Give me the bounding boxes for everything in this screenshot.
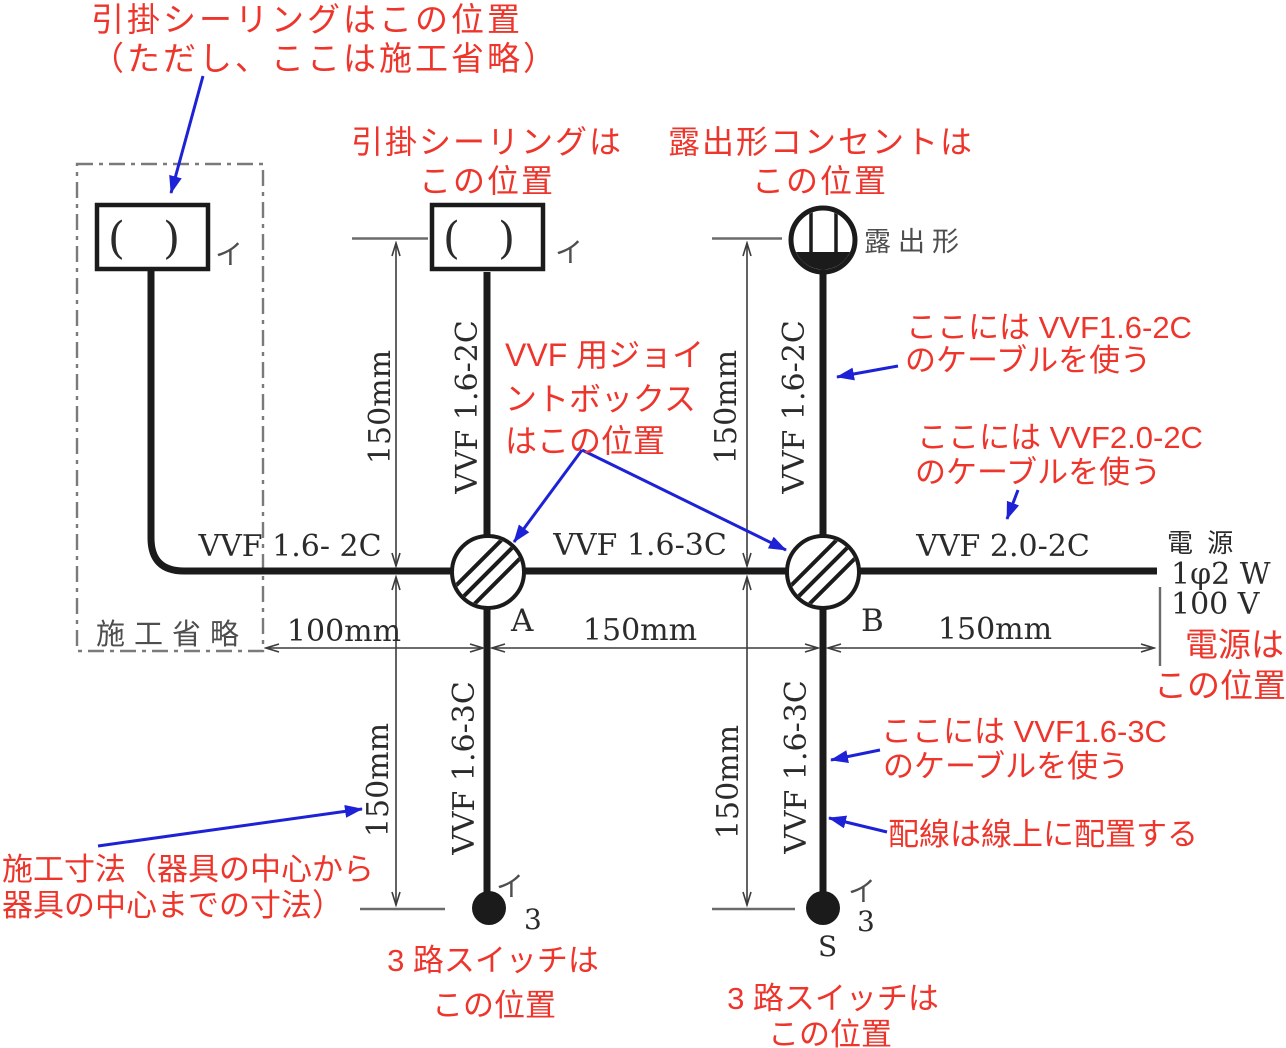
junction-b-label: B — [861, 603, 884, 639]
ceiling-rose-left-symbol — [94, 202, 211, 272]
dim-label-150mm-power: 150mm — [938, 612, 1052, 647]
power-spec2: 100 V — [1171, 587, 1261, 622]
ceiling-rose-mid-symbol — [429, 202, 546, 272]
arrow-dimension-note — [97, 804, 363, 848]
annotation-cable-16-3c-2: のケーブルを使う — [883, 749, 1129, 784]
junction-a-label: A — [510, 603, 534, 639]
arrow-joint-box-b — [581, 448, 787, 552]
power-title: 電 源 — [1167, 529, 1236, 559]
junction-box-b-hatch — [789, 538, 857, 606]
exposed-type-label: 露出形 — [864, 227, 966, 258]
switch-left-i-mark: イ — [496, 870, 524, 903]
annotation-dimension-note-1: 施工寸法（器具の中心から — [2, 852, 374, 887]
dim-label-mid-lower: 150mm — [361, 723, 396, 837]
annotation-cable-16-2c-2: のケーブルを使う — [905, 343, 1151, 378]
annotation-joint-box-1: VVF 用ジョイ — [505, 337, 704, 373]
cable-label-mid-upper: VVF 1.6-2C — [450, 320, 485, 495]
cable-label-left: VVF 1.6- 2C — [197, 529, 381, 564]
arrow-cable-16-2c — [836, 364, 899, 381]
annotation-outlet-2: この位置 — [752, 163, 888, 199]
annotation-cable-16-3c-1: ここには VVF1.6-3C — [881, 714, 1167, 749]
outlet-symbol — [788, 205, 858, 275]
switch-right-s-mark: S — [818, 930, 837, 963]
annotation-power-1: 電源は — [1185, 626, 1284, 663]
arrow-joint-box-a — [512, 449, 584, 543]
cable-label-right-upper: VVF 1.6-2C — [777, 320, 812, 495]
dim-label-mid-upper: 150mm — [363, 350, 398, 464]
ceiling-left-i-mark: イ — [215, 238, 243, 271]
dim-label-150mm-ab: 150mm — [583, 613, 697, 648]
annotation-switch-right-2: この位置 — [768, 1017, 892, 1048]
outlet-symbol-fill — [793, 210, 853, 270]
annotation-cable-20-2c-2: のケーブルを使う — [915, 455, 1161, 490]
dim-label-right-upper: 150mm — [709, 350, 744, 464]
annotation-joint-box-3: はこの位置 — [505, 423, 665, 459]
arrow-ceiling-left — [169, 75, 205, 194]
switch-right-i-mark: イ — [848, 875, 876, 908]
annotation-power-2: この位置 — [1154, 667, 1286, 704]
cable-label-right: VVF 2.0-2C — [915, 529, 1090, 564]
annotation-outlet-1: 露出形コンセントは — [668, 124, 974, 160]
arrow-cable-20-2c — [1005, 489, 1020, 520]
cable-label-right-lower: VVF 1.6-3C — [779, 680, 814, 855]
switch-right-three-mark: 3 — [857, 905, 875, 938]
cable-main-run — [147, 266, 1157, 575]
arrow-wiring-on-line — [828, 815, 888, 834]
annotation-dimension-note-2: 器具の中心までの寸法） — [2, 888, 343, 923]
annotation-joint-box-2: ントボックス — [505, 381, 696, 417]
annotation-ceiling-left-1: 引掛シーリングはこの位置 — [91, 1, 523, 38]
cable-label-mid-lower: VVF 1.6-3C — [447, 681, 482, 856]
annotation-ceiling-left-2: （ただし、ここは施工省略） — [91, 40, 559, 77]
dim-label-100mm: 100mm — [287, 614, 401, 649]
ceiling-mid-i-mark: イ — [555, 236, 583, 269]
ceiling-rose-left-glyph: ( ) — [108, 213, 192, 264]
annotation-switch-right-1: 3 路スイッチは — [727, 981, 939, 1016]
construction-omitted-boundary — [75, 162, 265, 653]
annotation-switch-left-2: この位置 — [432, 988, 556, 1023]
ceiling-rose-mid-glyph: ( ) — [443, 213, 527, 264]
junction-box-a-hatch — [454, 538, 522, 606]
annotation-cable-20-2c-1: ここには VVF2.0-2C — [917, 420, 1203, 455]
annotation-ceiling-mid-2: この位置 — [419, 163, 555, 199]
annotation-ceiling-mid-1: 引掛シーリングは — [351, 124, 623, 160]
construction-omitted-label: 施工省略 — [96, 617, 248, 651]
switch-left-three-mark: 3 — [524, 903, 542, 936]
dim-label-right-lower: 150mm — [711, 725, 746, 839]
switch-left-symbol — [472, 891, 506, 925]
power-spec1: 1φ2 W — [1171, 557, 1271, 592]
cable-label-mid: VVF 1.6-3C — [552, 528, 727, 563]
switch-right-symbol — [806, 891, 840, 925]
annotation-cable-16-2c-1: ここには VVF1.6-2C — [906, 310, 1192, 345]
arrow-cable-16-3c — [830, 748, 881, 763]
annotation-wiring-on-line: 配線は線上に配置する — [888, 817, 1198, 852]
annotation-switch-left-1: 3 路スイッチは — [387, 943, 599, 978]
